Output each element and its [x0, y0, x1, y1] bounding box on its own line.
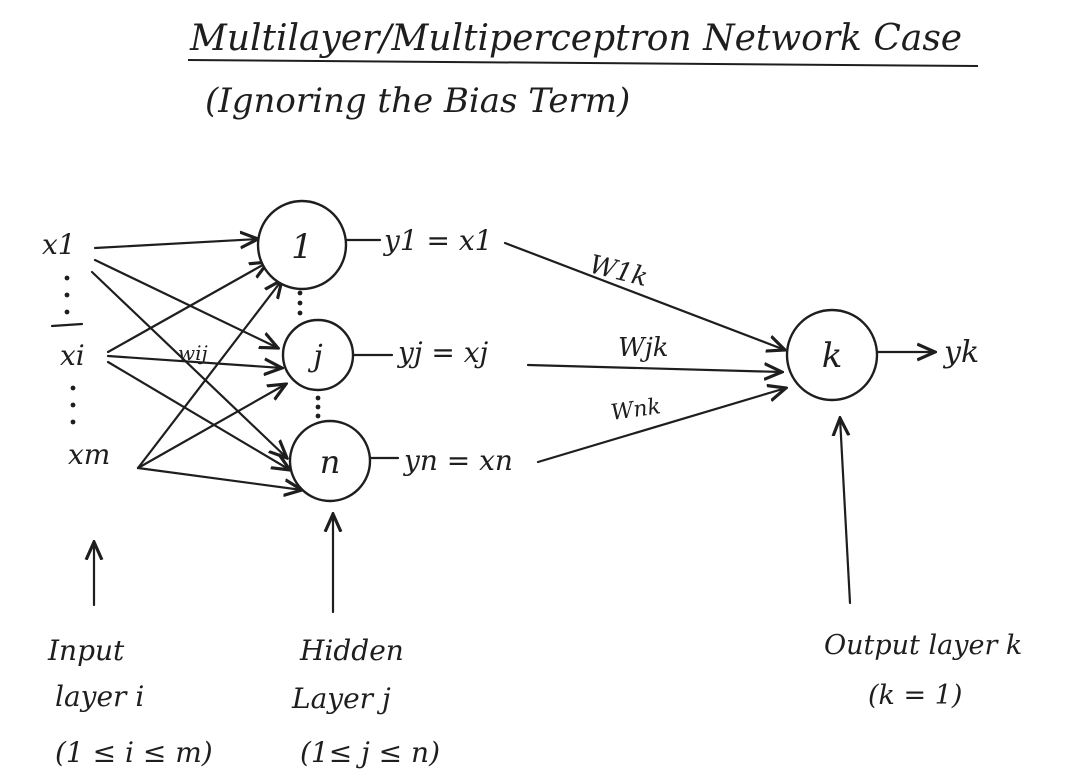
edge-x1-h1	[93, 239, 258, 248]
diagram-subtitle: (Ignoring the Bias Term)	[205, 81, 630, 121]
input-hidden-connections	[90, 239, 302, 490]
hidden-ellipsis-upper	[297, 290, 303, 316]
input-layer-label-3: (1 ≤ i ≤ m)	[55, 736, 213, 769]
input-layer-label-2: layer i	[55, 680, 144, 713]
hidden-output-y1: y1 = x1	[382, 224, 493, 257]
edge-xi-hn	[106, 360, 290, 470]
output-node-label: k	[822, 336, 843, 376]
weight-wjk-label: Wjk	[618, 333, 669, 363]
hidden-output-yn: yn = xn	[402, 444, 513, 477]
edge-x1-hj	[93, 258, 278, 348]
edge-xi-hj	[106, 354, 282, 368]
hidden-node-n	[288, 419, 372, 503]
output-value-yk: yk	[942, 335, 979, 370]
hidden-node-n-label: n	[320, 443, 341, 481]
output-layer-arrow	[840, 418, 852, 605]
edge-xm-hn	[136, 466, 302, 490]
hidden-node-1-label: 1	[291, 227, 313, 267]
weight-w1k-label: W1k	[586, 250, 651, 293]
title-underline	[187, 59, 979, 67]
diagram-title: Multilayer/Multiperceptron Network Case	[189, 18, 962, 59]
output-layer-label-2: (k = 1)	[868, 680, 962, 711]
edge-hn-k	[536, 388, 786, 464]
output-node-k	[785, 308, 879, 402]
hidden-node-1	[256, 199, 348, 291]
input-ellipsis-lower	[70, 385, 76, 425]
input-xi-label: xi	[60, 339, 85, 372]
input-tick	[50, 322, 84, 328]
hidden-ellipsis-lower	[315, 395, 321, 419]
edge-xm-h1	[136, 280, 282, 470]
input-ellipsis-upper	[64, 275, 70, 315]
edge-h1-k	[503, 241, 785, 350]
edge-hj-k	[526, 365, 782, 372]
edge-xi-h1	[106, 262, 268, 354]
hidden-layer-label-2: Layer j	[291, 682, 391, 715]
hidden-output-yj: yj = xj	[396, 336, 489, 369]
input-layer-label-1: Input	[47, 634, 125, 667]
output-layer-label-1: Output layer k	[824, 630, 1022, 661]
edge-xm-hj	[136, 384, 286, 470]
edge-x1-hn	[90, 270, 287, 458]
weight-wij-label: wij	[178, 341, 208, 365]
input-xm-label: xm	[68, 438, 110, 471]
hidden-layer-label-3: (1≤ j ≤ n)	[300, 736, 440, 769]
weight-wnk-label: Wnk	[609, 394, 662, 426]
hidden-layer-label-1: Hidden	[299, 634, 404, 667]
input-x1-label: x1	[42, 228, 76, 261]
